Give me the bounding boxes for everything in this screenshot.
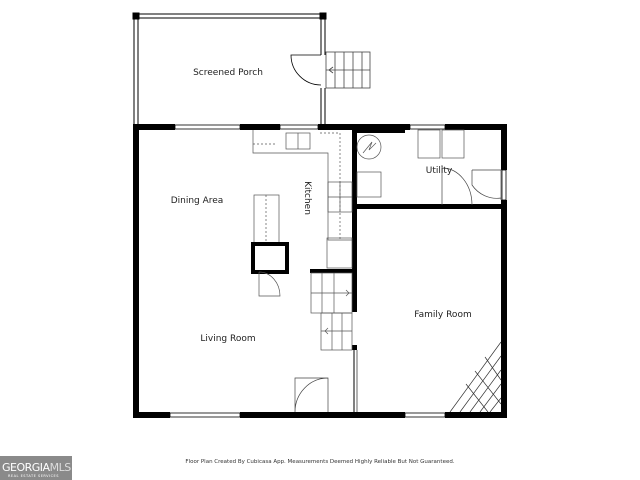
label-kitchen: Kitchen [302, 181, 312, 215]
porch-stairs [325, 51, 371, 89]
label-living-room: Living Room [200, 334, 255, 344]
interior-stairs [310, 269, 353, 351]
label-family-room: Family Room [414, 310, 471, 320]
footer-disclaimer: Floor Plan Created By Cubicasa App. Meas… [185, 459, 455, 465]
logo-accent: MLS [49, 461, 72, 474]
utility-closet-door [471, 169, 502, 200]
screened-porch-walls [132, 12, 327, 124]
label-dining-area: Dining Area [171, 196, 224, 206]
family-room-corner-stairs [449, 341, 502, 413]
logo-sub: REAL ESTATE SERVICES [8, 474, 59, 478]
utility-door [441, 165, 473, 206]
kitchen-counters [252, 130, 353, 269]
utility-fixtures [356, 129, 465, 198]
windows [169, 124, 507, 418]
water-heater-icon [356, 134, 382, 160]
georgia-mls-logo: GEORGIAMLS REAL ESTATE SERVICES [0, 456, 72, 480]
label-screened-porch: Screened Porch [193, 68, 263, 78]
island-and-fireplace [251, 194, 289, 297]
logo-main: GEORGIA [2, 461, 50, 474]
front-door [294, 377, 329, 413]
exterior-walls [133, 124, 507, 418]
label-utility: Utility [426, 166, 453, 176]
